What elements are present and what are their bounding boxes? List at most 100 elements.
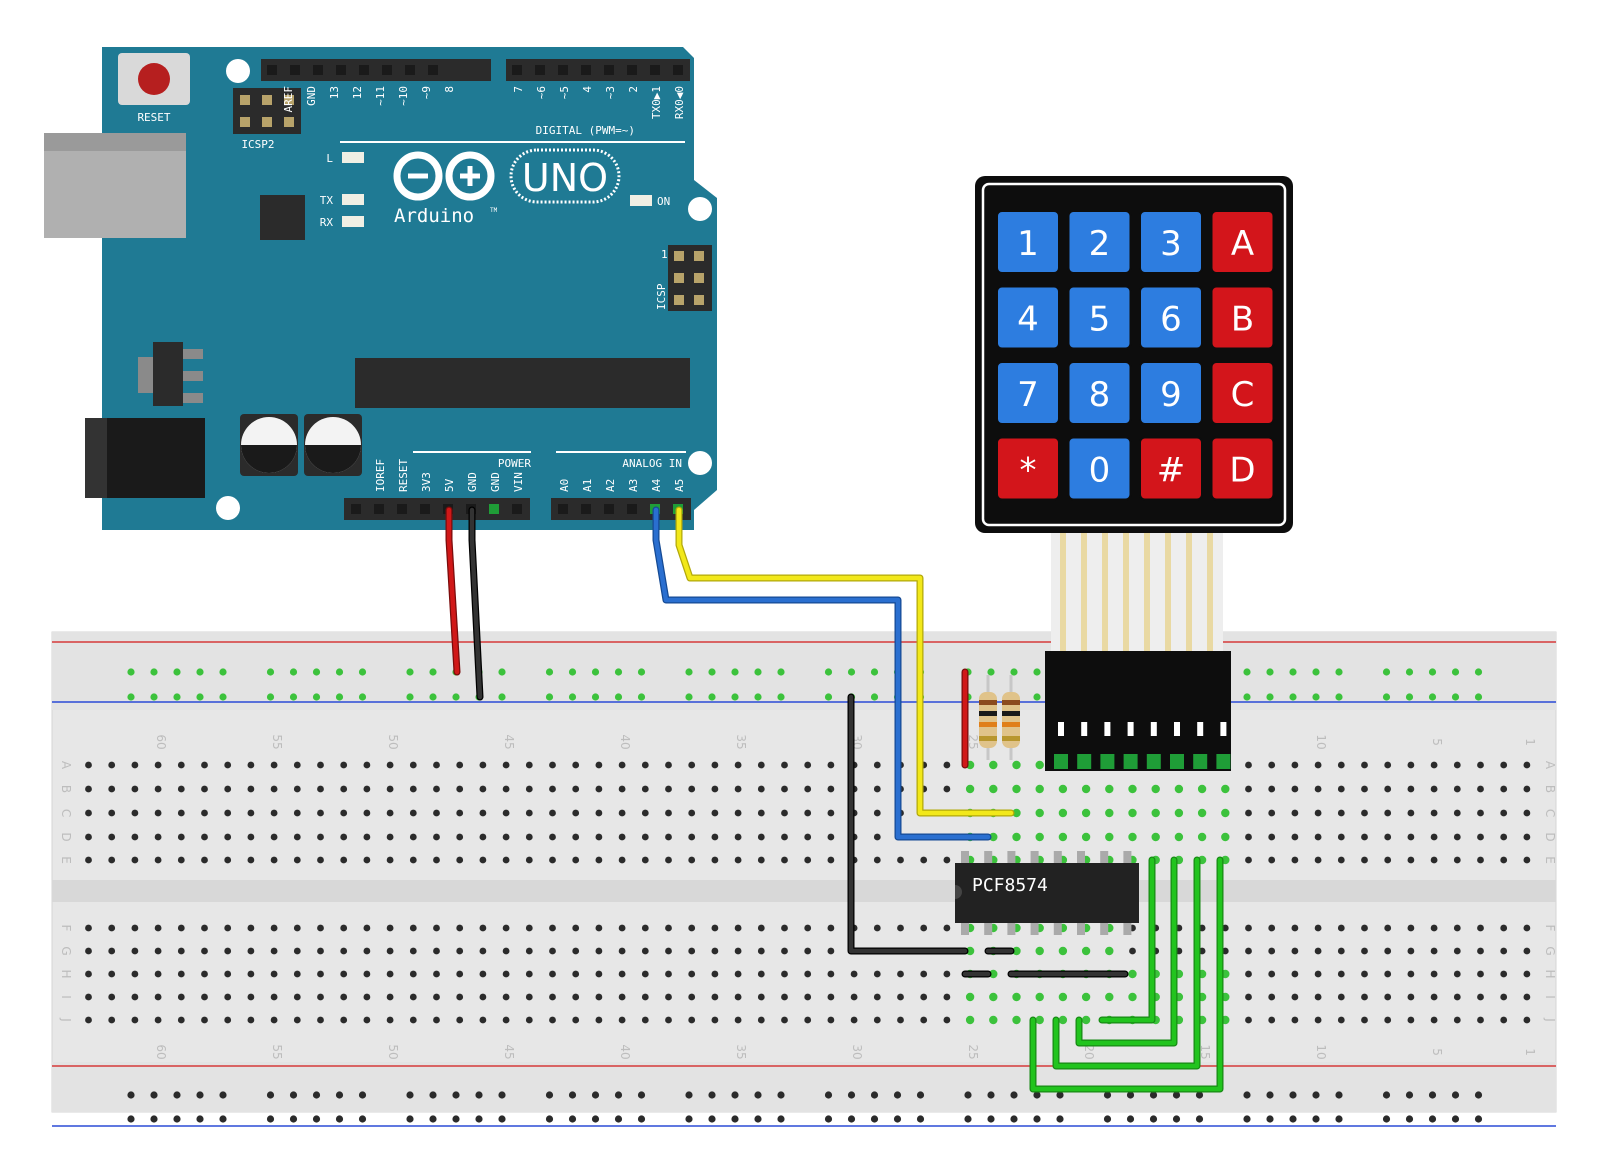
breadboard-hole[interactable] xyxy=(154,785,162,793)
power-rail-hole[interactable] xyxy=(150,693,158,701)
breadboard-hole[interactable] xyxy=(943,993,951,1001)
breadboard-hole[interactable] xyxy=(549,993,556,1001)
breadboard-hole[interactable] xyxy=(734,856,742,864)
breadboard-hole[interactable] xyxy=(1314,993,1322,1001)
breadboard-hole[interactable] xyxy=(1430,856,1438,864)
breadboard-hole[interactable] xyxy=(757,809,765,817)
breadboard-hole[interactable] xyxy=(363,924,371,932)
power-rail-hole[interactable] xyxy=(1289,1091,1297,1099)
keypad-key-8[interactable]: 8 xyxy=(1067,361,1132,425)
breadboard-hole[interactable] xyxy=(827,947,835,955)
breadboard-hole[interactable] xyxy=(409,833,417,841)
breadboard-hole[interactable] xyxy=(1361,833,1368,841)
connector-pin[interactable] xyxy=(1193,754,1208,769)
breadboard-hole[interactable] xyxy=(711,947,719,955)
power-rail-hole[interactable] xyxy=(1451,693,1460,701)
power-rail-hole[interactable] xyxy=(452,1115,460,1123)
breadboard-hole[interactable] xyxy=(108,856,116,864)
breadboard-hole[interactable] xyxy=(131,924,139,932)
breadboard-hole[interactable] xyxy=(618,856,626,864)
breadboard-hole[interactable] xyxy=(340,785,348,793)
power-rail-hole[interactable] xyxy=(777,668,785,676)
power-rail-hole[interactable] xyxy=(127,1115,135,1123)
breadboard-hole[interactable] xyxy=(1268,833,1276,841)
power-rail-hole[interactable] xyxy=(1266,693,1274,701)
keypad-key-#[interactable]: # xyxy=(1139,436,1203,501)
breadboard-hole[interactable] xyxy=(618,1016,626,1024)
keypad-key-5[interactable]: 5 xyxy=(1067,285,1132,350)
breadboard-hole[interactable] xyxy=(154,993,162,1001)
breadboard-hole[interactable] xyxy=(1012,808,1021,818)
power-rail-hole[interactable] xyxy=(1056,1091,1064,1099)
power-rail-hole[interactable] xyxy=(127,668,135,676)
breadboard-hole[interactable] xyxy=(595,761,603,769)
breadboard-hole[interactable] xyxy=(1291,809,1299,817)
power-rail-hole[interactable] xyxy=(335,1115,344,1123)
breadboard-hole[interactable] xyxy=(201,809,208,817)
breadboard-hole[interactable] xyxy=(1129,947,1136,955)
breadboard-hole[interactable] xyxy=(1477,856,1484,864)
breadboard-hole[interactable] xyxy=(943,761,951,769)
breadboard-hole[interactable] xyxy=(363,993,371,1001)
power-rail-hole[interactable] xyxy=(545,1091,554,1099)
power-rail-hole[interactable] xyxy=(964,1115,972,1123)
breadboard-hole[interactable] xyxy=(1407,993,1415,1001)
breadboard-hole[interactable] xyxy=(201,970,208,978)
breadboard-hole[interactable] xyxy=(688,785,696,793)
breadboard-hole[interactable] xyxy=(734,1016,742,1024)
power-rail-hole[interactable] xyxy=(219,693,227,701)
power-rail-hole[interactable] xyxy=(824,1091,833,1099)
breadboard-hole[interactable] xyxy=(549,1016,556,1024)
breadboard-hole[interactable] xyxy=(386,856,394,864)
breadboard-hole[interactable] xyxy=(293,924,301,932)
breadboard-hole[interactable] xyxy=(1477,833,1484,841)
breadboard-hole[interactable] xyxy=(965,946,975,956)
breadboard-hole[interactable] xyxy=(595,809,603,817)
breadboard-hole[interactable] xyxy=(1361,1016,1368,1024)
key-cap[interactable] xyxy=(996,361,1060,425)
breadboard-hole[interactable] xyxy=(1500,924,1508,932)
breadboard-hole[interactable] xyxy=(433,924,440,932)
breadboard-hole[interactable] xyxy=(1035,832,1044,842)
breadboard-hole[interactable] xyxy=(734,924,742,932)
breadboard-hole[interactable] xyxy=(1337,947,1345,955)
power-rail-hole[interactable] xyxy=(452,693,460,701)
breadboard-hole[interactable] xyxy=(1012,992,1021,1002)
power-rail-hole[interactable] xyxy=(637,1091,646,1099)
breadboard-hole[interactable] xyxy=(1245,785,1252,793)
breadboard-hole[interactable] xyxy=(711,970,719,978)
power-rail-hole[interactable] xyxy=(266,693,275,701)
power-rail-hole[interactable] xyxy=(1103,1115,1112,1123)
breadboard-hole[interactable] xyxy=(1197,784,1207,794)
breadboard-hole[interactable] xyxy=(247,993,255,1001)
breadboard-hole[interactable] xyxy=(827,833,835,841)
breadboard-hole[interactable] xyxy=(247,761,255,769)
breadboard-hole[interactable] xyxy=(270,809,278,817)
breadboard-hole[interactable] xyxy=(897,970,904,978)
breadboard-hole[interactable] xyxy=(247,856,255,864)
power-rail-hole[interactable] xyxy=(1312,693,1320,701)
breadboard-hole[interactable] xyxy=(433,856,440,864)
breadboard-hole[interactable] xyxy=(1081,808,1091,818)
breadboard-hole[interactable] xyxy=(1407,924,1415,932)
breadboard-hole[interactable] xyxy=(1268,809,1276,817)
breadboard-hole[interactable] xyxy=(85,761,92,769)
breadboard-hole[interactable] xyxy=(1174,808,1184,818)
power-rail-hole[interactable] xyxy=(847,1091,856,1099)
breadboard-hole[interactable] xyxy=(409,993,417,1001)
breadboard-hole[interactable] xyxy=(131,761,139,769)
breadboard-hole[interactable] xyxy=(340,809,348,817)
breadboard-hole[interactable] xyxy=(1268,924,1276,932)
breadboard-hole[interactable] xyxy=(293,1016,301,1024)
power-rail-hole[interactable] xyxy=(196,1091,204,1099)
header-pin[interactable] xyxy=(336,65,346,75)
power-rail-hole[interactable] xyxy=(150,1115,158,1123)
header-pin[interactable] xyxy=(489,504,499,514)
breadboard-hole[interactable] xyxy=(618,761,626,769)
power-rail-hole[interactable] xyxy=(475,1091,483,1099)
breadboard-hole[interactable] xyxy=(85,947,92,955)
power-rail-hole[interactable] xyxy=(1266,1115,1274,1123)
breadboard-hole[interactable] xyxy=(177,924,185,932)
header-pin[interactable] xyxy=(581,504,591,514)
power-rail-hole[interactable] xyxy=(498,693,506,701)
